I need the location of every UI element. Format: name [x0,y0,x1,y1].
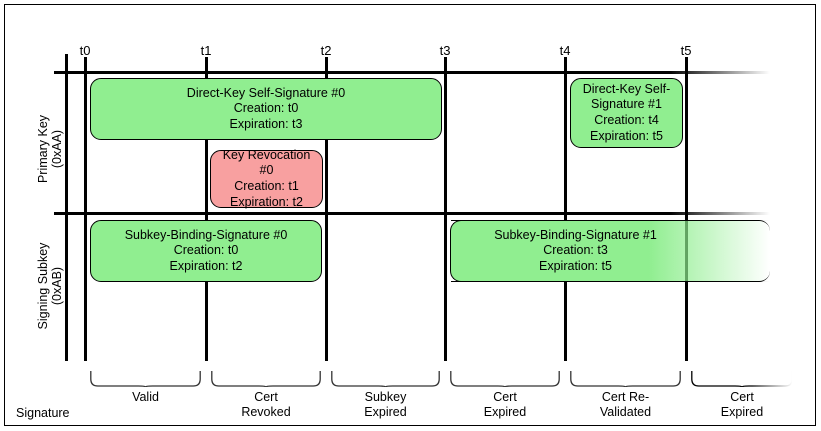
bracket-label-interval-cert-expired-1: Cert Expired [483,390,527,420]
signature-creation: Creation: t3 [543,243,608,258]
timeline-tick-label-t4: t4 [559,43,571,58]
row-label-primary-key: Primary Key (0xAA) [36,94,64,204]
bracket-label-interval-valid: Valid [132,390,159,404]
bracket-glyph [211,371,321,388]
bracket-interval-cert-revoked [211,371,321,388]
footer-corner-label-line1: Signature [16,406,70,421]
signature-title: Direct-Key Self- [582,81,671,96]
signature-title-line2: Signature #1 [591,97,662,112]
timeline-tick-line-t4 [564,57,567,361]
timeline-tick-line-t3 [444,57,447,361]
row-label-signing-subkey-line1: Signing Subkey [36,242,50,330]
signature-box-key-revocation-0[interactable]: Key Revocation #0 Creation: t1 Expiratio… [210,147,323,209]
timeline-tick-label-t0: t0 [79,43,91,58]
bracket-interval-cert-revalidated [570,371,681,388]
timeline-tick-label-t3: t3 [439,43,451,58]
signature-creation: Creation: t0 [173,243,239,258]
signature-expiration: Expiration: t2 [230,194,303,209]
bracket-label-interval-cert-expired-2: Cert Expired [720,390,764,420]
row-label-signing-subkey: Signing Subkey (0xAB) [36,226,64,346]
bracket-interval-subkey-expired [331,371,440,388]
timeline-tick-line-t2 [325,57,328,361]
row-label-signing-subkey-line2: (0xAB) [50,266,64,306]
primary-key-top-rule [54,71,770,74]
bracket-interval-cert-expired-2 [691,371,793,388]
signature-expiration: Expiration: t5 [590,128,663,143]
signature-box-direct-key-self-signature-0[interactable]: Direct-Key Self-Signature #0 Creation: t… [90,78,442,140]
row-label-primary-key-line1: Primary Key [36,114,50,184]
timeline-tick-line-t1 [205,57,208,361]
bracket-glyph [450,371,560,388]
signature-box-direct-key-self-signature-1[interactable]: Direct-Key Self- Signature #1 Creation: … [570,78,683,148]
signature-title: Subkey-Binding-Signature #0 [124,227,288,242]
timeline-tick-line-t5 [685,57,688,361]
signature-creation: Creation: t4 [594,113,659,127]
bracket-interval-valid [90,371,201,388]
timeline-tick-label-t5: t5 [680,43,692,58]
bracket-interval-cert-expired-1 [450,371,560,388]
row-label-primary-key-line2: (0xAA) [50,129,64,169]
bracket-label-interval-subkey-expired: Subkey Expired [364,390,407,420]
signing-subkey-top-rule [54,212,770,215]
bracket-glyph [331,371,440,388]
signature-title: Subkey-Binding-Signature #1 [494,227,657,242]
timeline-tick-line-t0 [84,57,87,361]
signature-expiration: Expiration: t2 [169,258,243,273]
signature-expiration: Expiration: t5 [539,258,612,273]
timeline-tick-label-t1: t1 [200,43,212,58]
bracket-glyph [570,371,681,388]
signature-expiration: Expiration: t3 [229,116,303,131]
timeline-tick-label-t2: t2 [320,43,332,58]
bracket-glyph [691,371,793,388]
signature-box-subkey-binding-signature-1[interactable]: Subkey-Binding-Signature #1 Creation: t3… [450,219,770,283]
signature-creation: Creation: t0 [233,101,299,116]
bracket-label-interval-cert-revalidated: Cert Re- Validated [599,390,652,420]
bracket-glyph [90,371,201,388]
signature-title: Direct-Key Self-Signature #0 [186,85,346,100]
diagram-border [4,4,816,426]
signature-creation: Creation: t1 [234,179,299,193]
vertical-axis-line [65,54,68,361]
footer-corner-label: Signature by 0xAB [16,391,70,431]
bracket-label-interval-cert-revoked: Cert Revoked [241,390,291,420]
signature-title: Key Revocation #0 [222,147,311,178]
signature-box-subkey-binding-signature-0[interactable]: Subkey-Binding-Signature #0 Creation: t0… [90,220,322,282]
